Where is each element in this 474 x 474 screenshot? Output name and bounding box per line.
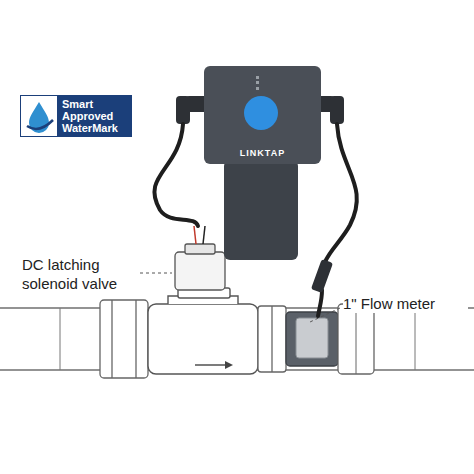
drop-symbol <box>21 96 57 136</box>
device-cylinder <box>224 160 298 260</box>
logo-badge: Smart Approved WaterMark <box>20 95 132 137</box>
status-leds <box>256 76 265 90</box>
cable <box>154 124 356 316</box>
valve-body <box>148 288 258 374</box>
pipe-fitting <box>258 306 286 372</box>
leader-line <box>140 273 340 322</box>
pipe-fitting <box>100 300 148 378</box>
brand-text: LINKTAP <box>204 148 321 158</box>
cable-connector <box>311 259 333 293</box>
logo-text: Smart Approved WaterMark <box>62 98 122 134</box>
meter-label: 1" Flow meter <box>343 294 468 313</box>
solenoid-coil <box>175 226 225 290</box>
drop-icon <box>21 96 57 136</box>
flow-meter <box>286 304 374 374</box>
valve-label: DC latching solenoid valve <box>22 255 140 293</box>
controller-box: LINKTAP <box>204 66 321 164</box>
manual-button <box>244 96 278 130</box>
logo-panel: Smart Approved WaterMark <box>57 96 131 136</box>
